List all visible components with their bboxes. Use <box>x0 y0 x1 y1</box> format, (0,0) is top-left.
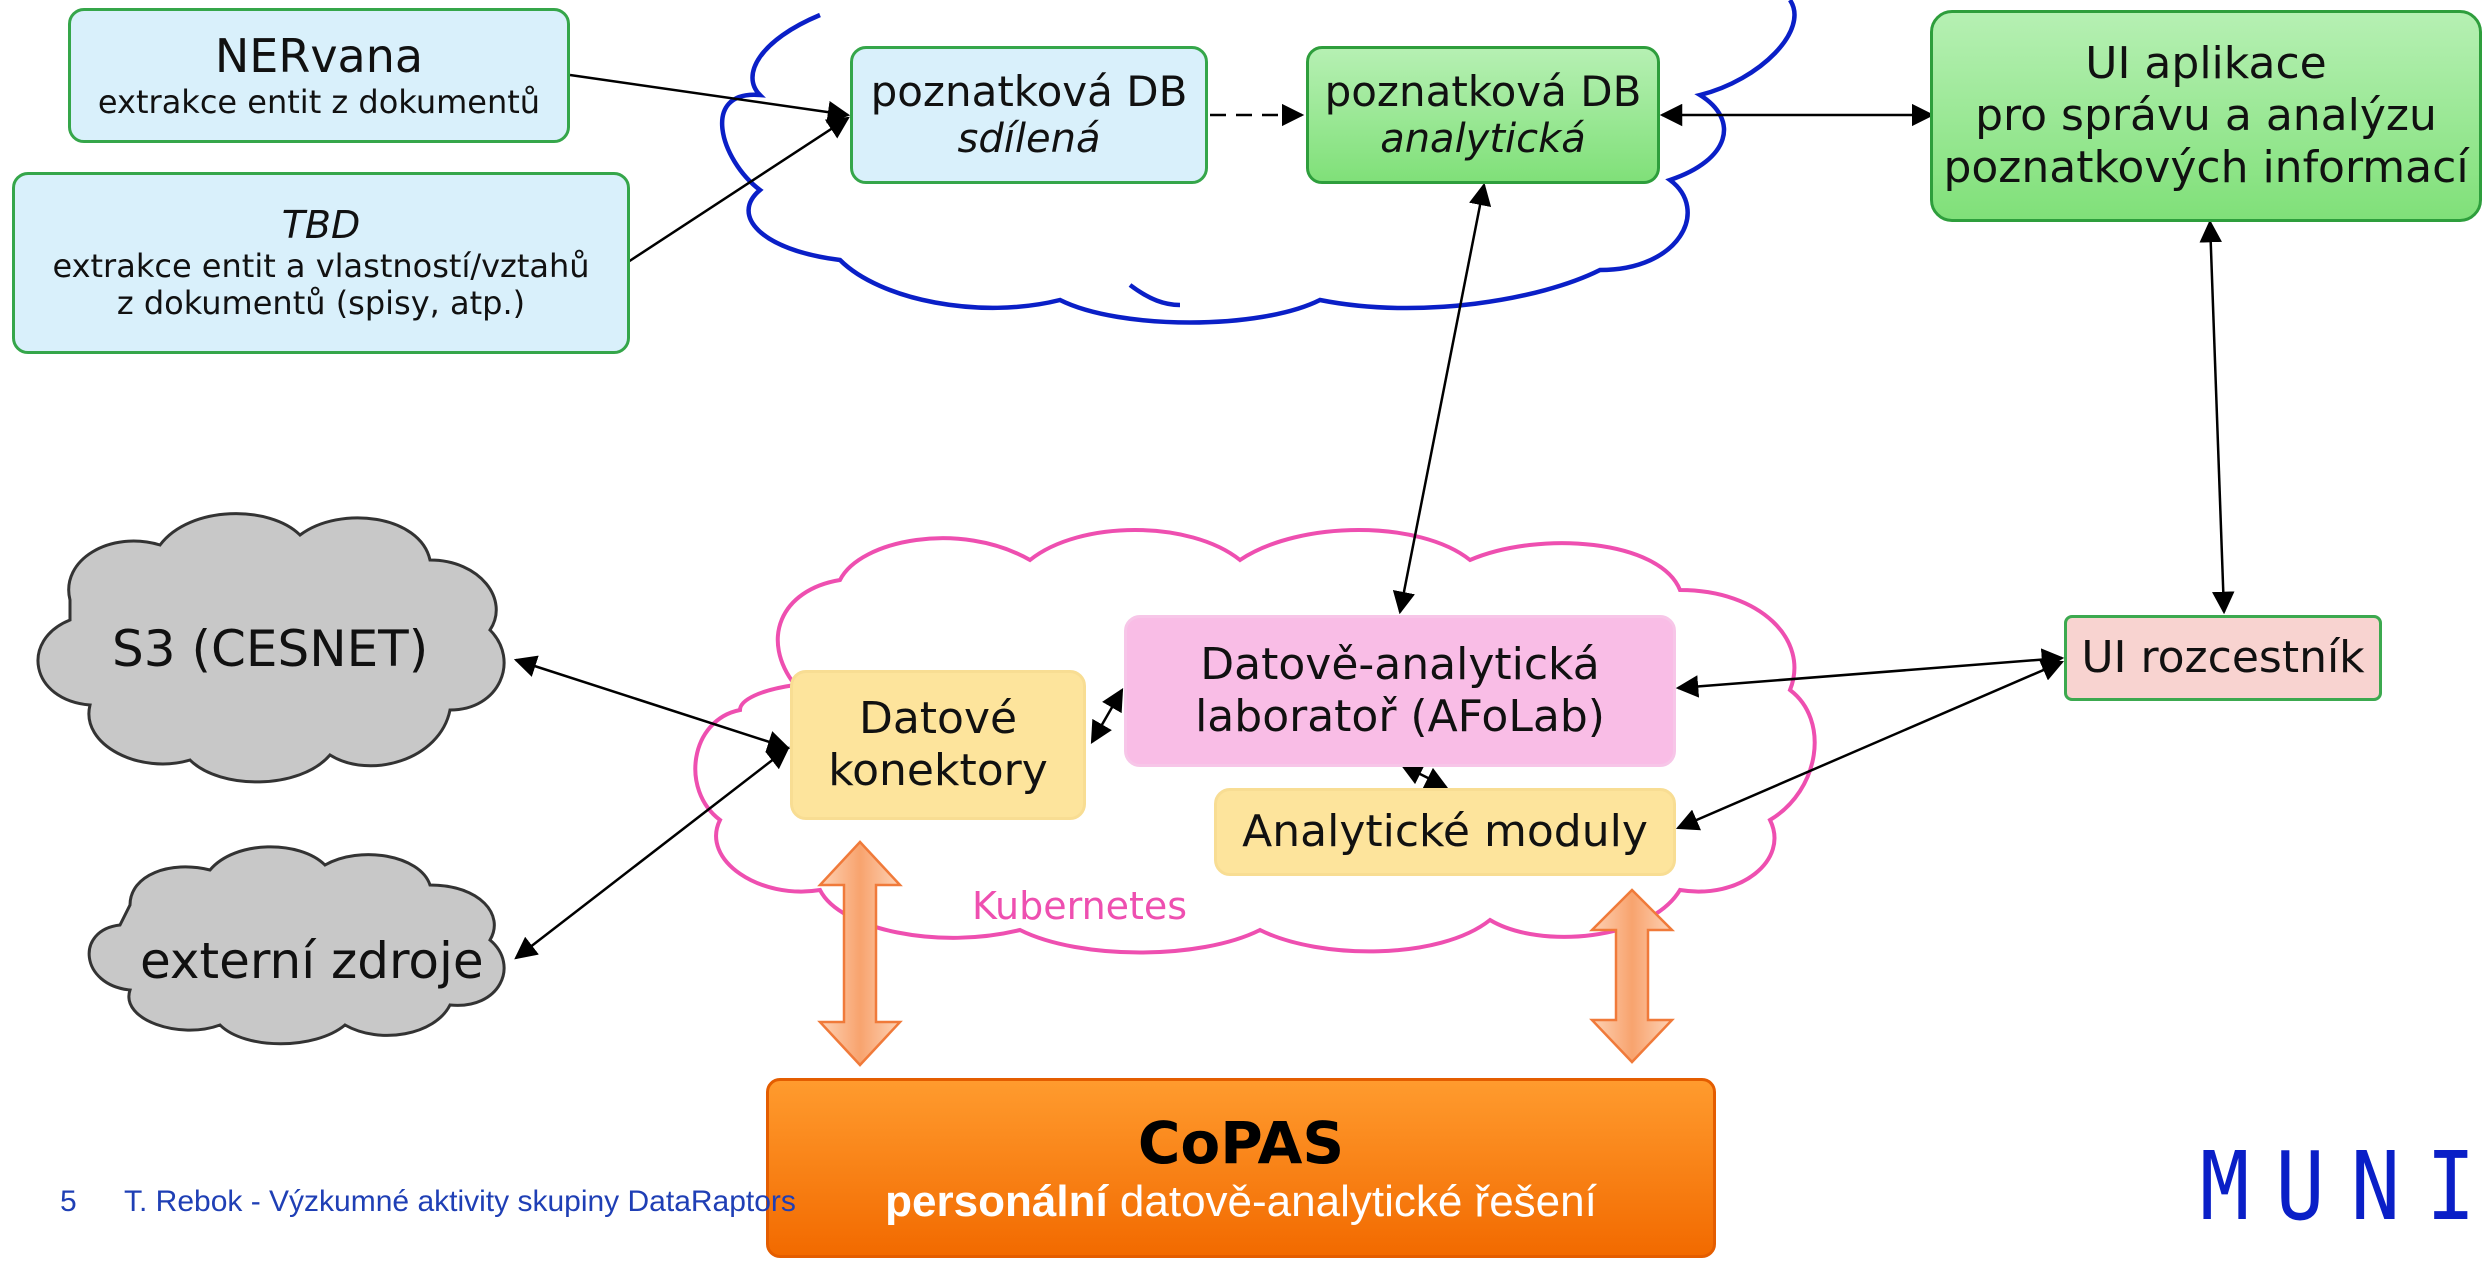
orange-arrow-left <box>817 840 903 1067</box>
lab-box: Datově-analytická laboratoř (AFoLab) <box>1124 615 1676 767</box>
blue-cloud <box>719 0 1797 325</box>
tbd-title: TBD <box>281 202 361 247</box>
ui-router-label: UI rozcestník <box>2081 632 2365 684</box>
nervana-box: NERvana extrakce entit z dokumentů <box>68 8 570 143</box>
modules-box: Analytické moduly <box>1214 788 1676 876</box>
ui-app-line1: UI aplikace <box>2085 38 2327 90</box>
connectors-line1: Datové <box>858 693 1018 745</box>
ui-app-line3: poznatkových informací <box>1943 141 2469 193</box>
muni-logo: MUNI <box>2200 1132 2484 1243</box>
external-label: externí zdroje <box>140 932 484 990</box>
nervana-title: NERvana <box>214 29 424 84</box>
db-shared-subtitle: sdílená <box>957 116 1101 163</box>
tbd-box: TBD extrakce entit a vlastností/vztahů z… <box>12 172 630 354</box>
ui-app-line2: pro správu a analýzu <box>1975 90 2437 142</box>
lab-line2: laboratoř (AFoLab) <box>1195 691 1605 742</box>
pink-cloud <box>693 528 1817 955</box>
copas-bold: personální <box>885 1177 1108 1226</box>
ui-app-box: UI aplikace pro správu a analýzu poznatk… <box>1930 10 2482 222</box>
connectors-line2: konektory <box>828 745 1048 796</box>
nervana-subtitle: extrakce entit z dokumentů <box>97 82 541 121</box>
footer-page: 5 <box>60 1185 77 1218</box>
orange-arrow-right <box>1588 888 1676 1064</box>
lab-line1: Datově-analytická <box>1200 639 1600 691</box>
tbd-line2: z dokumentů (spisy, atp.) <box>116 284 526 323</box>
modules-label: Analytické moduly <box>1242 806 1648 858</box>
external-cloud <box>87 845 506 1046</box>
s3-label: S3 (CESNET) <box>112 620 429 678</box>
db-analytic-title: poznatková DB <box>1324 66 1642 116</box>
kubernetes-label: Kubernetes <box>972 884 1188 928</box>
copas-box: CoPAS personální datově-analytické řešen… <box>766 1078 1716 1258</box>
db-shared-title: poznatková DB <box>870 66 1188 116</box>
copas-title: CoPAS <box>1137 1109 1345 1177</box>
footer-text: T. Rebok - Výzkumné aktivity skupiny Dat… <box>124 1185 796 1218</box>
db-shared-box: poznatková DB sdílená <box>850 46 1208 184</box>
db-analytic-subtitle: analytická <box>1380 116 1586 163</box>
copas-rest: datově-analytické řešení <box>1107 1177 1597 1226</box>
tbd-line1: extrakce entit a vlastností/vztahů <box>52 246 590 285</box>
ui-router-box: UI rozcestník <box>2064 615 2382 701</box>
connectors-box: Datové konektory <box>790 670 1086 820</box>
db-analytic-box: poznatková DB analytická <box>1306 46 1660 184</box>
s3-cloud <box>36 512 506 784</box>
